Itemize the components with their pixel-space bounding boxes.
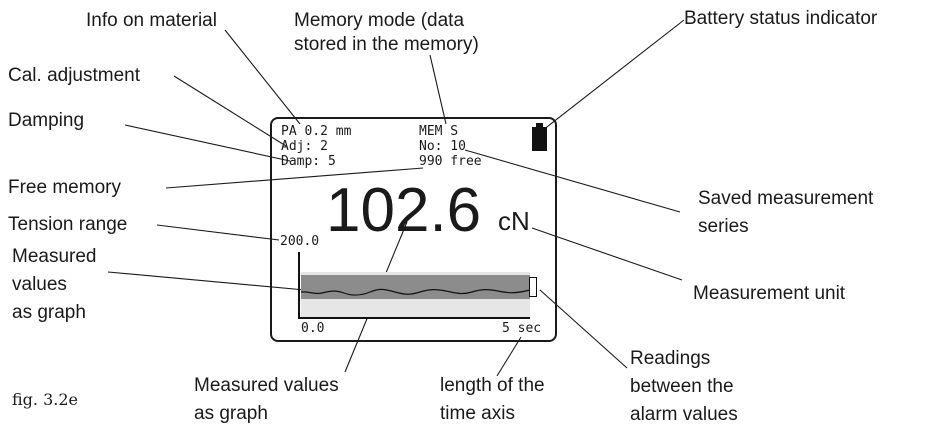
label-memory-mode-line1: Memory mode (data bbox=[294, 10, 465, 31]
leader-measured-left bbox=[107, 271, 306, 291]
label-measured-bottom-line2: as graph bbox=[194, 403, 268, 424]
leader-saved-series bbox=[464, 149, 681, 213]
label-info-material: Info on material bbox=[86, 10, 217, 31]
display-unit: cN bbox=[498, 206, 530, 236]
label-readings-line3: alarm values bbox=[630, 404, 738, 425]
display-damping: Damp: 5 bbox=[281, 154, 336, 169]
label-tension-range: Tension range bbox=[8, 214, 128, 235]
label-saved-series-line1: Saved measurement bbox=[698, 188, 874, 209]
device-screen bbox=[270, 117, 557, 342]
display-range-max: 200.0 bbox=[280, 234, 320, 249]
label-time-axis-line1: length of the bbox=[440, 375, 545, 396]
battery-icon-cap bbox=[536, 123, 543, 127]
label-damping: Damping bbox=[8, 110, 85, 131]
leader-free-memory bbox=[165, 167, 424, 189]
leader-memory-mode bbox=[429, 54, 447, 125]
display-free-memory: 990 free bbox=[419, 154, 482, 169]
label-readings-line2: between the bbox=[630, 376, 734, 397]
display-memory-mode: MEM S bbox=[419, 124, 459, 139]
label-measured-left-line3: as graph bbox=[12, 302, 86, 323]
display-material: PA 0.2 mm bbox=[281, 124, 352, 139]
label-readings-line1: Readings bbox=[630, 348, 711, 369]
display-reading: 102.6 bbox=[326, 176, 482, 245]
leader-battery bbox=[542, 19, 685, 131]
figure-caption: fig. 3.2e bbox=[12, 390, 78, 409]
label-measured-left-line1: Measured bbox=[12, 246, 97, 267]
leader-time-axis bbox=[496, 336, 522, 377]
leader-tension-range bbox=[156, 224, 280, 241]
leader-unit bbox=[531, 227, 683, 281]
measured-value-trace bbox=[300, 288, 531, 296]
display-axis-time: 5 sec bbox=[502, 321, 542, 336]
label-measured-bottom-line1: Measured values bbox=[194, 375, 339, 396]
label-measurement-unit: Measurement unit bbox=[693, 283, 846, 304]
graph-y-axis bbox=[298, 252, 300, 319]
label-measured-left-line2: values bbox=[12, 274, 67, 295]
label-free-memory: Free memory bbox=[8, 177, 121, 198]
leader-alarm bbox=[539, 289, 628, 369]
leader-cal-adjustment bbox=[173, 75, 287, 147]
label-cal-adjustment: Cal. adjustment bbox=[8, 65, 141, 86]
display-series-number: No: 10 bbox=[419, 139, 466, 154]
label-battery: Battery status indicator bbox=[684, 8, 878, 29]
label-memory-mode-line2: stored in the memory) bbox=[294, 34, 479, 55]
label-saved-series-line2: series bbox=[698, 216, 749, 237]
alarm-band bbox=[301, 275, 530, 299]
leader-info-material bbox=[224, 29, 301, 125]
label-time-axis-line2: time axis bbox=[440, 403, 515, 424]
display-adjustment: Adj: 2 bbox=[281, 139, 328, 154]
alarm-marker bbox=[529, 277, 537, 297]
display-axis-min: 0.0 bbox=[301, 321, 325, 336]
leader-damping bbox=[124, 124, 291, 162]
battery-icon bbox=[532, 127, 547, 151]
graph-x-axis bbox=[298, 317, 530, 319]
